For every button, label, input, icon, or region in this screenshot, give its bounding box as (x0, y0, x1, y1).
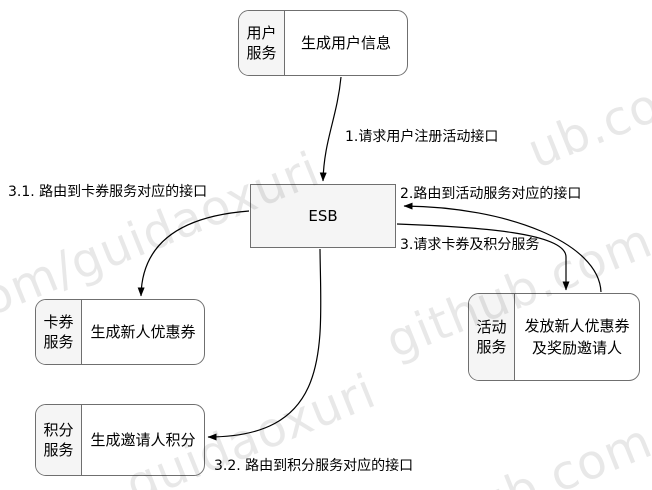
user-service-role: 用户 服务 (239, 11, 285, 75)
edge-label-3-2: 3.2. 路由到积分服务对应的接口 (214, 458, 414, 474)
esb-node: ESB (250, 184, 396, 248)
edge-esb-to-card (137, 210, 250, 297)
edge-label-3-1: 3.1. 路由到卡券服务对应的接口 (8, 184, 208, 200)
edge-label-3: 3.请求卡券及积分服务 (400, 237, 540, 253)
points-service-role: 积分 服务 (36, 405, 82, 475)
card-service-label: 生成新人优惠券 (90, 322, 196, 341)
points-service-label: 生成邀请人积分 (90, 430, 196, 449)
edge-label-1: 1.请求用户注册活动接口 (345, 129, 499, 145)
activity-service-node: 活动 服务 发放新人优惠券及奖励邀请人 (468, 293, 640, 381)
card-service-node: 卡券 服务 生成新人优惠券 (35, 299, 205, 365)
user-service-label: 生成用户信息 (300, 33, 391, 52)
activity-service-role: 活动 服务 (469, 294, 515, 380)
edge-user-to-esb (319, 76, 342, 182)
activity-service-label: 发放新人优惠券及奖励邀请人 (524, 316, 630, 358)
esb-label: ESB (308, 207, 338, 225)
edge-label-2: 2.路由到活动服务对应的接口 (400, 186, 582, 202)
user-service-node: 用户 服务 生成用户信息 (238, 10, 408, 76)
card-service-role: 卡券 服务 (36, 300, 82, 364)
points-service-node: 积分 服务 生成邀请人积分 (35, 404, 205, 476)
edge-esb-to-points (207, 248, 322, 441)
watermark-text: ub.com (520, 58, 652, 180)
watermark-text: ub.com (468, 412, 652, 490)
